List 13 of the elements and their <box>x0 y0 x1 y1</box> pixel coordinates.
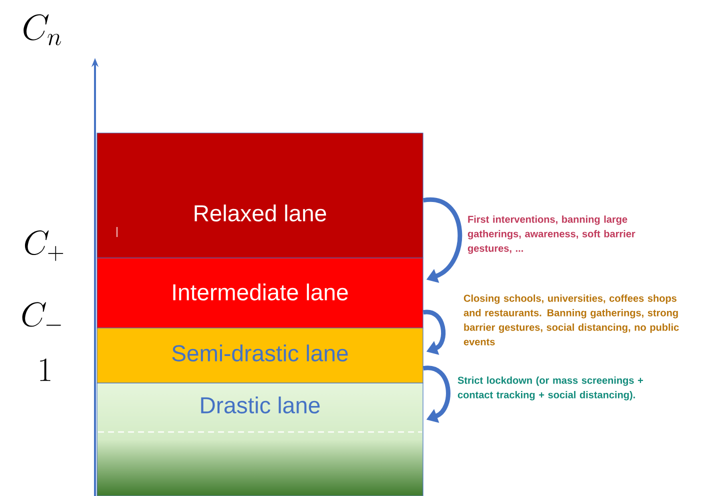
axis-label: $C_n$ <box>24 14 61 46</box>
lane-band: Relaxed lane <box>96 132 424 258</box>
lane-band: Drastic lane <box>96 382 424 496</box>
edge-label: First interventions, banning large gatherings, awareness, soft barrier gestures, ... <box>468 216 636 254</box>
edge-label: Closing schools, universities, coffees shops and restaurants. Banning gatherings, strong barrier gestures, social distancing, no public events <box>464 294 679 346</box>
axis-label: $C_-$ <box>22 302 61 327</box>
curved-arrow <box>423 310 446 355</box>
edge-label: Strict lockdown (or mass screenings + contact tracking + social distancing). <box>458 376 643 400</box>
lane-band: Semi-drastic lane <box>96 328 424 384</box>
curved-arrow <box>423 198 462 283</box>
lane-band: Intermediate lane <box>96 258 424 328</box>
axis-label: $C_+$ <box>24 230 64 261</box>
axis-label: $1$ <box>40 358 50 381</box>
